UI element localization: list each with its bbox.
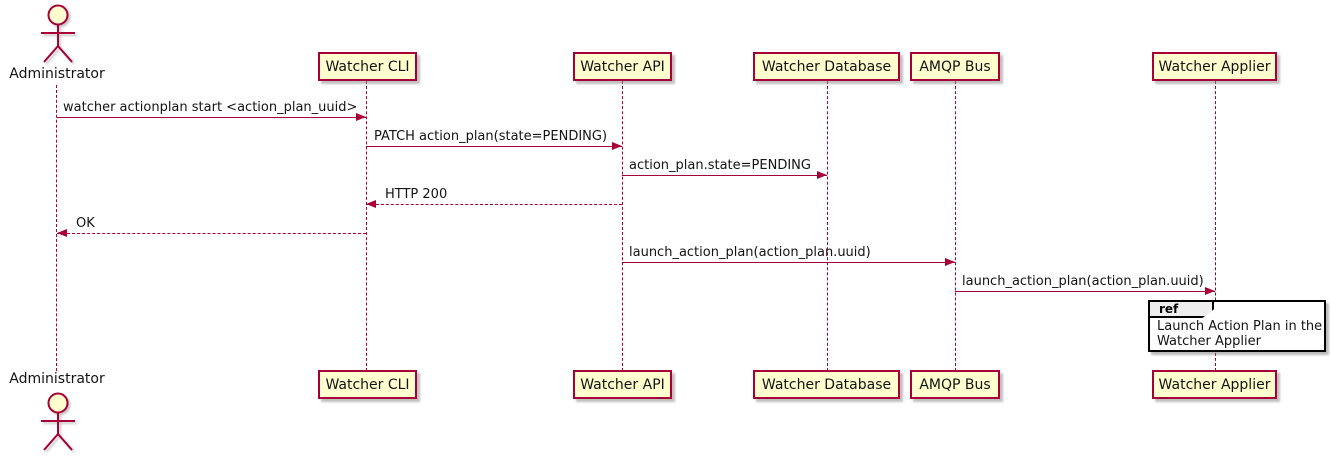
message-7-line (955, 291, 1215, 292)
lifeline-watcher-cli (366, 81, 367, 371)
message-6-label: launch_action_plan(action_plan.uuid) (629, 245, 871, 260)
message-7-label: launch_action_plan(action_plan.uuid) (962, 274, 1204, 289)
participant-amqp-bus-top: AMQP Bus (910, 52, 1000, 81)
participant-watcher-api-top: Watcher API (573, 52, 672, 81)
message-3-arrowhead (817, 171, 827, 179)
lifeline-watcher-database (827, 81, 828, 371)
message-7-arrowhead (1205, 287, 1215, 295)
message-5-arrowhead (57, 229, 67, 237)
message-3-label: action_plan.state=PENDING (629, 158, 811, 173)
message-1-arrowhead (356, 113, 366, 121)
message-4-line (366, 204, 622, 205)
ref-text-line-1: Launch Action Plan in the (1157, 319, 1323, 334)
message-2-arrowhead (612, 142, 622, 150)
message-3-line (622, 175, 827, 176)
message-1-label: watcher actionplan start <action_plan_uu… (63, 100, 358, 115)
message-5-line (57, 233, 366, 234)
message-4-label: HTTP 200 (385, 187, 448, 202)
message-5-label: OK (76, 216, 95, 231)
administrator-actor-icon-top (41, 4, 75, 63)
lifeline-administrator (56, 85, 57, 371)
message-6-arrowhead (945, 258, 955, 266)
message-6-line (622, 262, 955, 263)
lifeline-watcher-api (622, 81, 623, 371)
participant-watcher-applier-top: Watcher Applier (1152, 52, 1277, 81)
message-2-label: PATCH action_plan(state=PENDING) (374, 129, 608, 144)
message-4-arrowhead (366, 200, 376, 208)
lifeline-watcher-applier (1215, 81, 1216, 371)
lifeline-amqp-bus (955, 81, 956, 371)
administrator-label-top: Administrator (9, 66, 105, 82)
participant-watcher-database-bottom: Watcher Database (753, 370, 900, 399)
administrator-actor-icon-bottom (41, 392, 75, 451)
participant-watcher-cli-bottom: Watcher CLI (318, 370, 417, 399)
ref-keyword-tab: ref (1150, 302, 1214, 318)
participant-watcher-api-bottom: Watcher API (573, 370, 672, 399)
administrator-label-bottom: Administrator (9, 371, 105, 387)
message-1-line (57, 117, 366, 118)
participant-watcher-cli-top: Watcher CLI (318, 52, 417, 81)
participant-watcher-applier-bottom: Watcher Applier (1152, 370, 1277, 399)
ref-text-line-2: Watcher Applier (1157, 334, 1261, 349)
participant-watcher-database-top: Watcher Database (753, 52, 900, 81)
ref-fragment: ref Launch Action Plan in the Watcher Ap… (1148, 300, 1326, 352)
participant-amqp-bus-bottom: AMQP Bus (910, 370, 1000, 399)
message-2-line (366, 146, 622, 147)
